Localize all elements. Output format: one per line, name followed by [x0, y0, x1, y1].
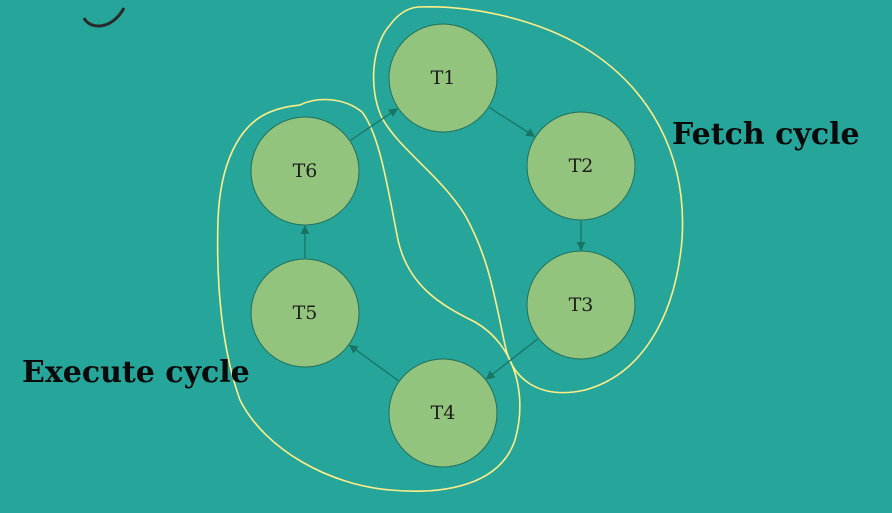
- node-t1-circle: [388, 23, 498, 133]
- node-t3-circle: [526, 250, 636, 360]
- node-t2: T2: [526, 111, 636, 221]
- node-t5-circle: [250, 258, 360, 368]
- fetch-cycle-label: Fetch cycle: [672, 117, 860, 152]
- node-t6: T6: [250, 116, 360, 226]
- node-t6-circle: [250, 116, 360, 226]
- node-t5: T5: [250, 258, 360, 368]
- node-t5-label: T5: [293, 302, 318, 324]
- edge-t6-t1: [350, 108, 399, 141]
- node-t2-circle: [526, 111, 636, 221]
- execute-cycle-label: Execute cycle: [22, 355, 250, 390]
- node-t4-label: T4: [431, 402, 456, 424]
- edge-t4-t5: [348, 344, 399, 382]
- node-t1: T1: [388, 23, 498, 133]
- edges-layer: [300, 107, 586, 382]
- node-t1-label: T1: [431, 67, 456, 89]
- node-t2-label: T2: [569, 155, 594, 177]
- node-t3-label: T3: [569, 294, 594, 316]
- node-t4: T4: [388, 358, 498, 468]
- fetch-cycle-boundary: [372, 6, 684, 394]
- node-t4-circle: [388, 358, 498, 468]
- edge-t1-t2: [489, 107, 536, 137]
- cropped-text-fragment: [82, 7, 126, 28]
- execute-cycle-boundary: [216, 98, 521, 492]
- node-t6-label: T6: [293, 160, 318, 182]
- node-t3: T3: [526, 250, 636, 360]
- edge-t3-t4: [485, 338, 539, 380]
